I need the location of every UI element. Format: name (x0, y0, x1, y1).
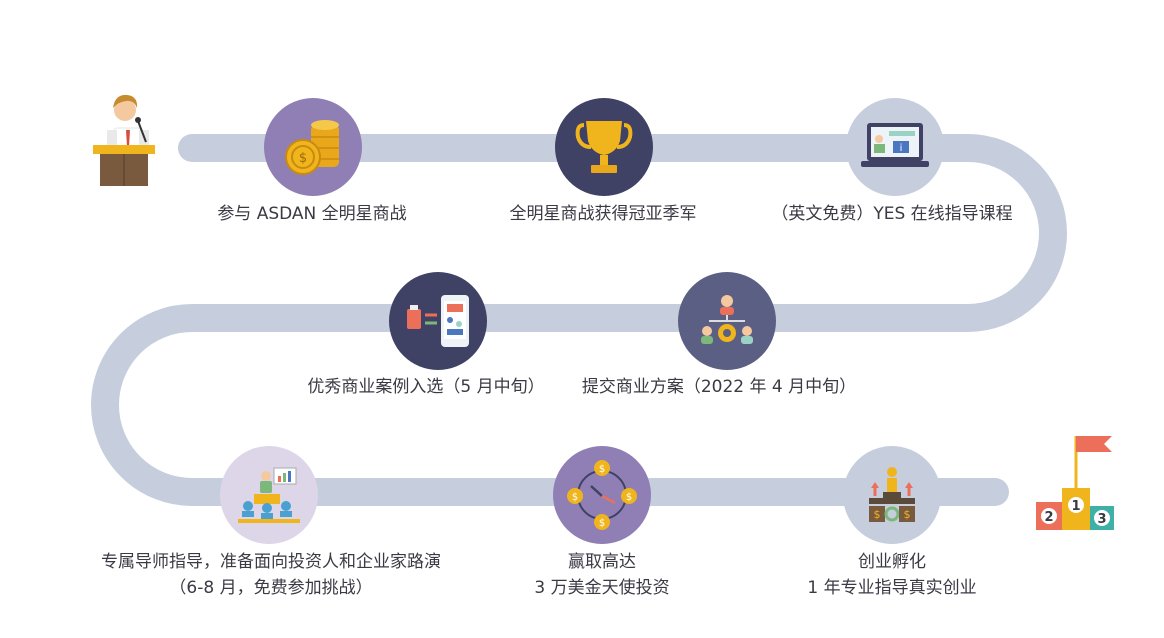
svg-text:$: $ (599, 464, 605, 475)
svg-text:$: $ (904, 508, 911, 521)
laptop-icon: i (861, 123, 929, 167)
svg-text:$: $ (572, 492, 578, 503)
step-label-2: 全明星商战获得冠亚季军 (509, 204, 697, 224)
svg-text:i: i (900, 143, 903, 154)
step-node-3: i (846, 98, 944, 196)
step-label-8-line1: 创业孵化 (857, 552, 926, 572)
step-node-5 (389, 272, 487, 370)
step-label-8-line2: 1 年专业指导真实创业 (807, 578, 977, 598)
step-node-7: $ $ $ $ (553, 446, 651, 544)
step-node-1: $ (264, 98, 362, 196)
step-label-6: 专属导师指导，准备面向投资人和企业家路演 （6-8 月，免费参加挑战） (101, 549, 441, 601)
podium-flag-icon: 1 2 3 (1036, 436, 1114, 530)
step-label-7: 赢取高达 3 万美金天使投资 (534, 549, 669, 601)
step-node-8: $ $ (843, 446, 941, 544)
step-node-2 (555, 98, 653, 196)
podium-third: 3 (1097, 512, 1106, 527)
step-label-7-line1: 赢取高达 (567, 552, 636, 572)
svg-text:$: $ (874, 508, 881, 521)
svg-text:$: $ (299, 151, 307, 166)
presentation-icon (238, 467, 300, 523)
podium-first: 1 (1071, 499, 1080, 514)
svg-text:$: $ (599, 518, 605, 529)
step-label-4: 提交商业方案（2022 年 4 月中旬） (581, 377, 857, 397)
podium-second: 2 (1044, 510, 1053, 525)
incubator-icon: $ $ (869, 467, 915, 522)
step-label-5: 优秀商业案例入选（5 月中旬） (307, 377, 545, 397)
step-label-8: 创业孵化 1 年专业指导真实创业 (807, 549, 976, 601)
step-node-6 (220, 446, 318, 544)
svg-text:$: $ (626, 492, 632, 503)
step-label-7-line2: 3 万美金天使投资 (534, 578, 670, 598)
step-label-6-line1: 专属导师指导，准备面向投资人和企业家路演 (101, 552, 441, 572)
trophy-icon (575, 121, 633, 173)
phone-icon (407, 295, 469, 347)
step-node-4 (678, 272, 776, 370)
team-gear-icon (701, 295, 753, 344)
step-label-1: 参与 ASDAN 全明星商战 (217, 204, 407, 224)
step-label-6-line2: （6-8 月，免费参加挑战） (169, 578, 373, 598)
step-label-3: （英文免费）YES 在线指导课程 (771, 204, 1013, 224)
money-cycle-icon: $ $ $ $ (567, 460, 637, 530)
speaker-icon (93, 94, 155, 186)
coins-icon: $ (285, 120, 339, 175)
